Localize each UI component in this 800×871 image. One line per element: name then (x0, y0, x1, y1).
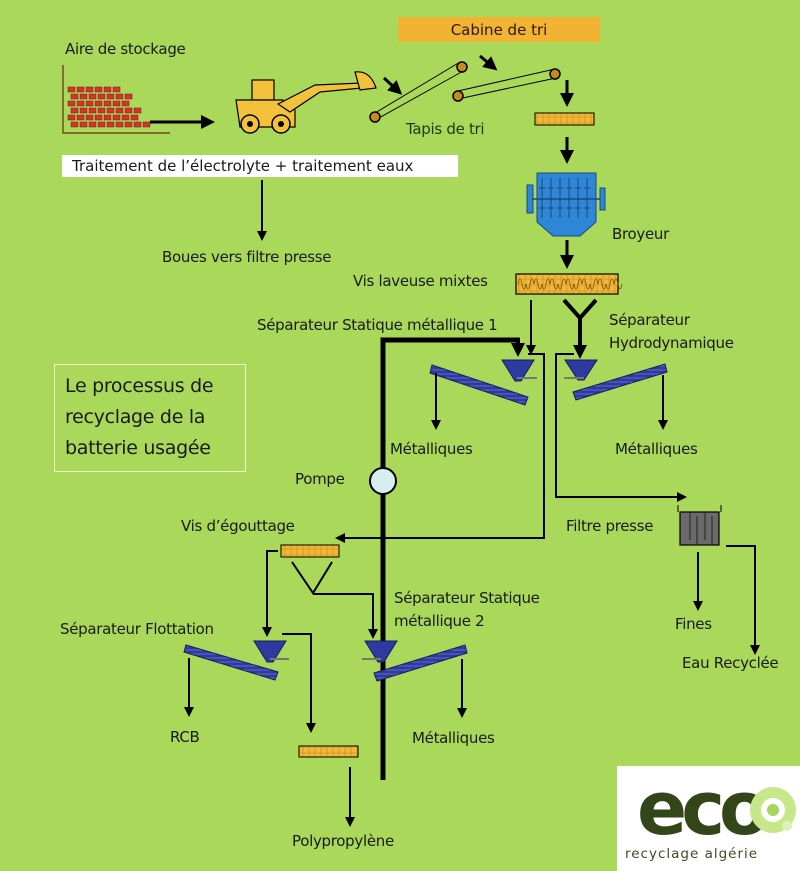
battery-brick (133, 121, 142, 128)
diagram-title-box: Le processus de recyclage de la batterie… (54, 364, 246, 472)
static-separator-1-label: Séparateur Statique métallique 1 (257, 316, 498, 334)
battery-brick (112, 86, 121, 93)
filter-press-label: Filtre presse (566, 517, 654, 535)
crusher-blade (557, 178, 563, 218)
crusher-blade (548, 178, 554, 218)
hydro-separator-label-2: Hydrodynamique (609, 334, 734, 352)
sorting-belt-1 (369, 61, 468, 123)
eco-logo: eco recyclage algérie (617, 766, 800, 871)
crusher-blade (575, 178, 581, 218)
battery-brick (67, 114, 76, 121)
pump-label: Pompe (295, 470, 345, 488)
battery-brick (85, 114, 94, 121)
metals-output-1: Métalliques (390, 440, 473, 458)
battery-brick (106, 107, 115, 114)
battery-brick (97, 121, 106, 128)
battery-brick (76, 86, 85, 93)
flower-recycle-icon (750, 787, 796, 833)
battery-brick (70, 93, 79, 100)
drain-screw-label: Vis d’égouttage (181, 517, 295, 535)
battery-brick (85, 100, 94, 107)
battery-brick (97, 93, 106, 100)
battery-brick (130, 114, 139, 121)
title-line-3: batterie usagée (65, 437, 211, 459)
battery-brick (88, 93, 97, 100)
battery-brick (124, 93, 133, 100)
crusher-icon (526, 172, 606, 237)
hydro-separator-label-1: Séparateur (609, 311, 690, 329)
rcb-output: RCB (170, 728, 200, 746)
battery-brick (76, 114, 85, 121)
sorting-belt-2 (452, 68, 561, 102)
storage-area-label: Aire de stockage (65, 40, 186, 58)
filter-press-icon (677, 505, 722, 546)
recycled-water-output: Eau Recyclée (682, 654, 779, 672)
electrolyte-treatment-banner: Traitement de l’électrolyte + traitement… (62, 155, 458, 177)
battery-brick (124, 121, 133, 128)
battery-brick (103, 100, 112, 107)
flotation-separator-icon (183, 640, 289, 681)
battery-brick (115, 107, 124, 114)
battery-brick (70, 107, 79, 114)
battery-brick (88, 107, 97, 114)
sorting-belt-label: Tapis de tri (406, 120, 485, 138)
battery-brick (112, 114, 121, 121)
metals-output-3: Métalliques (412, 729, 495, 747)
battery-brick (85, 86, 94, 93)
battery-brick (115, 121, 124, 128)
battery-brick (70, 121, 79, 128)
battery-brick (94, 114, 103, 121)
battery-brick (112, 100, 121, 107)
flotation-separator-label: Séparateur Flottation (60, 620, 214, 638)
washing-screw-icon (515, 273, 623, 295)
battery-brick (115, 93, 124, 100)
washing-screw-label: Vis laveuse mixtes (353, 272, 488, 290)
crusher-blade (539, 178, 545, 218)
battery-brick (88, 121, 97, 128)
battery-brick (76, 100, 85, 107)
logo-brand: eco (637, 766, 770, 852)
fines-output: Fines (675, 615, 712, 633)
battery-brick (94, 86, 103, 93)
battery-brick (121, 100, 130, 107)
battery-brick (103, 86, 112, 93)
battery-brick (94, 100, 103, 107)
static-separator-1-icon (429, 359, 537, 406)
battery-brick (121, 114, 130, 121)
pump-icon (369, 467, 397, 495)
battery-stack-icon (62, 65, 170, 134)
battery-brick (79, 121, 88, 128)
battery-brick (103, 114, 112, 121)
battery-brick (133, 107, 142, 114)
static-separator-2-icon (362, 640, 468, 682)
static-separator-2-label-2: métallique 2 (394, 612, 485, 630)
polypropylene-output: Polypropylène (292, 832, 394, 850)
crusher-blade (584, 178, 590, 218)
crusher-blade (566, 178, 572, 218)
metals-output-2: Métalliques (615, 440, 698, 458)
battery-brick (124, 107, 133, 114)
hydrodynamic-separator-icon (564, 359, 668, 401)
polypropylene-screw-icon (298, 745, 359, 758)
crusher-label: Broyeur (612, 225, 669, 243)
logo-tagline: recyclage algérie (625, 846, 759, 862)
battery-brick (106, 93, 115, 100)
title-line-1: Le processus de (65, 375, 214, 397)
drain-screw-icon (280, 544, 340, 558)
battery-brick (142, 121, 151, 128)
battery-brick (67, 86, 76, 93)
sorting-cabin-banner: Cabine de tri (398, 17, 600, 42)
battery-brick (79, 93, 88, 100)
battery-brick (67, 100, 76, 107)
sludge-label: Boues vers filtre presse (162, 248, 332, 266)
title-line-2: recyclage de la (65, 406, 206, 428)
loader-icon (235, 71, 377, 134)
battery-brick (79, 107, 88, 114)
battery-brick (97, 107, 106, 114)
static-separator-2-label-1: Séparateur Statique (394, 589, 540, 607)
battery-brick (106, 121, 115, 128)
transfer-screw-1 (534, 112, 595, 126)
